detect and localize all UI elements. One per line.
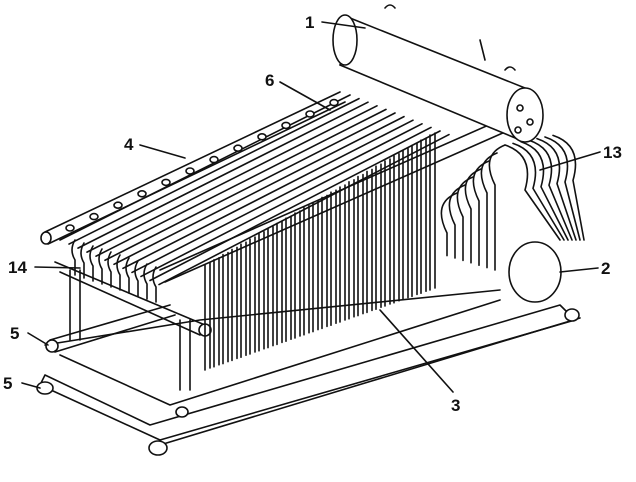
rear-tube bbox=[448, 136, 581, 259]
rear-tube bbox=[488, 144, 561, 271]
vertical-tube bbox=[330, 189, 337, 326]
header-stub bbox=[89, 212, 99, 221]
vertical-tube bbox=[267, 225, 274, 349]
vertical-tube bbox=[366, 168, 373, 314]
base-frame bbox=[36, 289, 581, 456]
roof-tube bbox=[149, 130, 441, 282]
header-stub bbox=[257, 133, 267, 141]
vertical-tube bbox=[357, 173, 364, 317]
vertical-tube bbox=[276, 220, 283, 346]
roof-tube bbox=[104, 112, 396, 262]
vertical-tube bbox=[294, 210, 301, 339]
roof-tube bbox=[113, 115, 405, 266]
label-6: 6 bbox=[265, 71, 274, 90]
vertical-tube bbox=[249, 236, 256, 355]
side-tube bbox=[80, 242, 85, 279]
vertical-tube bbox=[204, 262, 211, 371]
vertical-tube bbox=[375, 163, 382, 310]
vertical-tube bbox=[321, 194, 328, 330]
roof-tube bbox=[131, 123, 423, 274]
header-stub bbox=[281, 121, 291, 130]
roof-tube bbox=[122, 119, 414, 270]
vertical-tube bbox=[420, 137, 427, 294]
leader-lines bbox=[21, 21, 601, 393]
label-3: 3 bbox=[451, 396, 460, 415]
header-stub bbox=[65, 224, 75, 232]
vertical-tube bbox=[231, 246, 238, 362]
header-stub bbox=[305, 110, 315, 118]
vertical-tube bbox=[312, 199, 319, 333]
label-14: 14 bbox=[8, 258, 27, 277]
vertical-tube bbox=[429, 132, 436, 291]
roof-tube bbox=[140, 126, 432, 278]
vertical-tube bbox=[393, 153, 400, 304]
rear-tube bbox=[456, 137, 577, 262]
vertical-tube bbox=[411, 142, 418, 298]
header-stub bbox=[209, 155, 219, 164]
side-tube bbox=[116, 254, 121, 291]
rear-tube bbox=[440, 134, 585, 257]
side-tube bbox=[143, 263, 148, 300]
side-tube bbox=[125, 257, 130, 294]
vertical-tube bbox=[384, 158, 391, 307]
side-tube bbox=[152, 266, 157, 303]
label-2: 2 bbox=[601, 259, 610, 278]
vertical-tube bbox=[303, 205, 310, 336]
side-tube bbox=[98, 248, 103, 285]
header-stub bbox=[233, 144, 243, 152]
label-5a: 5 bbox=[10, 324, 19, 343]
vertical-tube bbox=[339, 184, 346, 323]
rear-tube bbox=[464, 139, 573, 264]
header-stub bbox=[161, 178, 171, 187]
header-stub bbox=[185, 167, 195, 175]
label-1: 1 bbox=[305, 13, 314, 32]
roof-tube bbox=[68, 97, 360, 245]
label-13: 13 bbox=[603, 143, 622, 162]
tube-banks bbox=[59, 94, 585, 371]
vertical-tube bbox=[285, 215, 292, 342]
vertical-tube bbox=[348, 179, 355, 320]
label-5b: 5 bbox=[3, 374, 12, 393]
header-stub bbox=[113, 201, 123, 209]
roof-tube bbox=[95, 108, 387, 257]
side-tube bbox=[71, 239, 76, 276]
vertical-tube bbox=[402, 147, 409, 301]
rear-tube bbox=[480, 142, 565, 269]
side-tube bbox=[107, 251, 112, 288]
roof-tube bbox=[77, 101, 369, 249]
header-stub bbox=[329, 98, 339, 107]
label-4: 4 bbox=[124, 135, 134, 154]
roof-header bbox=[159, 119, 506, 283]
roof-tube bbox=[86, 105, 378, 253]
vertical-tube bbox=[222, 251, 229, 365]
vertical-tube bbox=[240, 241, 247, 358]
vertical-tube bbox=[258, 231, 265, 352]
vertical-tube bbox=[213, 257, 220, 368]
side-header bbox=[40, 91, 346, 245]
rear-tube bbox=[472, 141, 569, 266]
lower-drum bbox=[508, 241, 562, 303]
upper-drum bbox=[332, 4, 544, 143]
header-stub bbox=[137, 190, 147, 198]
side-tube bbox=[89, 245, 94, 282]
side-tube bbox=[134, 260, 139, 297]
